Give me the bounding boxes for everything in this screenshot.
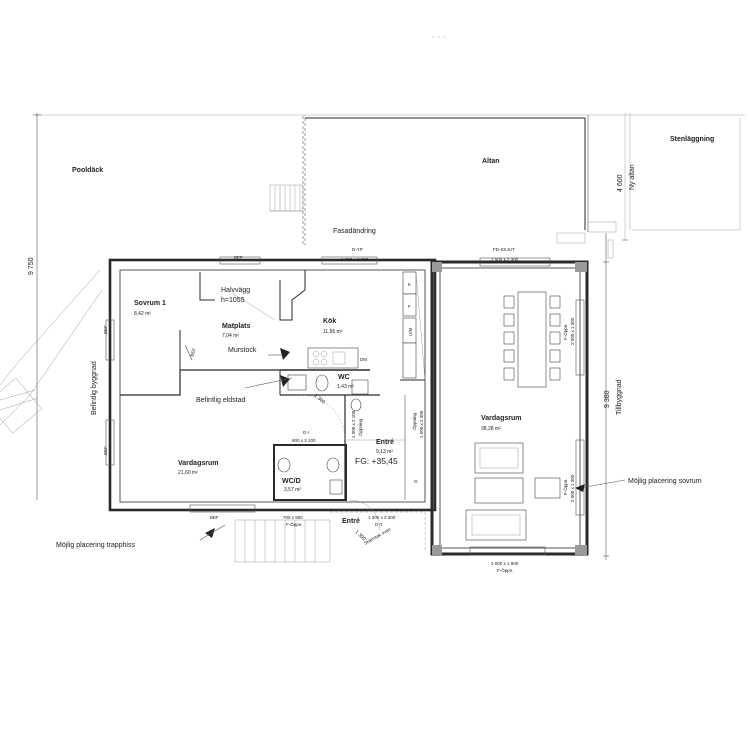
label-wcd: WC/D	[282, 478, 301, 485]
label-bef-left2: BEF	[103, 446, 108, 455]
label-f-oppn-bottom2: F-Öppn.	[497, 567, 514, 573]
label-f-oppn-bottom: F-Öppn.	[286, 521, 303, 527]
label-vardagsrum-left: Vardagsrum	[178, 460, 218, 467]
label-dim-d-i: 900 x 2 100	[292, 438, 316, 443]
label-matplats-area: 7,04 m²	[222, 333, 239, 339]
label-f-oppn-right2: F-Öppn.	[562, 478, 568, 495]
label-k: K	[408, 282, 411, 287]
label-dim-1300-bottom: 1 300 x 2 300	[368, 515, 396, 520]
label-fasadandring: Fasadändring	[333, 228, 376, 235]
label-kok-area: 11,56 m²	[323, 329, 343, 335]
label-sovrum1: Sovrum 1	[134, 300, 166, 307]
label-ny-altan: Ny altan	[629, 164, 636, 190]
label-um: U/M	[408, 328, 413, 337]
label-vardagsrum-right-area: 38,28 m²	[481, 426, 501, 432]
label-bef-inner: BEF	[189, 347, 197, 357]
kitchen-fixtures	[307, 271, 426, 381]
label-stenlaggning: Stenläggning	[670, 136, 714, 143]
label-murstock: Murstock	[228, 347, 257, 354]
label-tillbyggnad: Tillbyggnad	[616, 379, 623, 415]
label-altan: Altan	[482, 158, 500, 165]
label-skarmtak: Skärmtak ovan	[363, 526, 392, 546]
label-entre-main-area: 9,13 m²	[376, 449, 393, 455]
sofa-group	[465, 442, 561, 541]
label-sovrum1-area: 8,42 m²	[134, 311, 151, 317]
label-wc: WC	[338, 374, 350, 381]
label-entre-main: Entré	[376, 439, 394, 446]
label-halvvagg-h: h=1055	[221, 297, 245, 304]
stenlaggning-area	[556, 113, 741, 560]
label-bef-bottom: BEF	[210, 515, 219, 520]
label-kok: Kök	[323, 318, 336, 325]
label-pooldack: Pooldäck	[72, 167, 103, 174]
label-bef-top: BEF	[234, 255, 243, 260]
label-f: F	[408, 304, 411, 309]
label-bef-left1: BEF	[103, 325, 108, 334]
wc-fixtures	[277, 374, 369, 495]
annotation-arrows	[199, 292, 626, 541]
altan-deck	[269, 115, 589, 245]
label-dim-d-yp: 1 300 x 2 300	[341, 257, 369, 262]
label-befintlig-byggnad: Befintlig byggnad	[91, 361, 98, 415]
left-dimension	[33, 113, 41, 500]
label-dim-2000-bottom: 2 000 x 1 900	[491, 561, 519, 566]
label-dim-9750: 9 750	[28, 257, 35, 275]
extension-walls	[430, 257, 589, 556]
label-halvvagg: Halvvägg	[221, 287, 250, 294]
label-wc-area: 1,43 m²	[337, 384, 354, 390]
label-mojlig-sovrum: Möjlig placering sovrum	[628, 478, 702, 485]
label-d-y: D-Y	[375, 522, 383, 527]
label-vardagsrum-right: Vardagsrum	[481, 415, 521, 422]
existing-building-walls	[105, 256, 437, 513]
label-f-oppn-right: F-Öppn.	[562, 323, 568, 340]
label-befintlig-eldstad: Befintlig eldstad	[196, 397, 246, 404]
label-dim-700: 700 x 900	[283, 515, 303, 520]
entrance-stairs	[205, 511, 426, 563]
label-d-i: D-I	[303, 430, 309, 435]
label-matplats: Matplats	[222, 323, 251, 330]
label-mojlig-trapphiss: Möjlig placering trapphiss	[56, 542, 135, 549]
label-g: G	[414, 479, 418, 484]
label-d-yp: D-YP	[352, 247, 363, 252]
label-dim-fd-skjut: 2 500 x 2 300	[491, 257, 519, 262]
dining-table	[503, 291, 561, 388]
label-dim-4600: 4 600	[617, 174, 624, 192]
label-oppning1: Öppning	[357, 418, 363, 436]
interior-walls	[120, 270, 425, 501]
label-dim-f-oppn-right: 2 000 x 1 300	[570, 317, 575, 345]
label-oppning2-dim: 1 500 x 2 300	[419, 410, 424, 438]
label-wcd-area: 3,57 m²	[284, 487, 301, 493]
existing-building-outline	[0, 269, 103, 434]
label-vardagsrum-left-area: 21,60 m²	[178, 470, 198, 476]
label-fd-skjut: FD-SKJUT	[493, 247, 515, 252]
label-dim-f-oppn-right2: 2 000 x 1 300	[570, 474, 575, 502]
door-arcs	[184, 344, 381, 531]
murstock-chimney	[280, 348, 290, 387]
label-fg: FG: +35,45	[355, 456, 398, 466]
label-dm: DM	[360, 357, 367, 362]
label-entre-small: Entré	[342, 518, 360, 525]
label-dim-9380: 9 380	[604, 390, 611, 408]
label-oppning1-dim: 1 000 x 2 100	[351, 410, 356, 438]
label-oppning2: Öppning	[411, 412, 417, 430]
